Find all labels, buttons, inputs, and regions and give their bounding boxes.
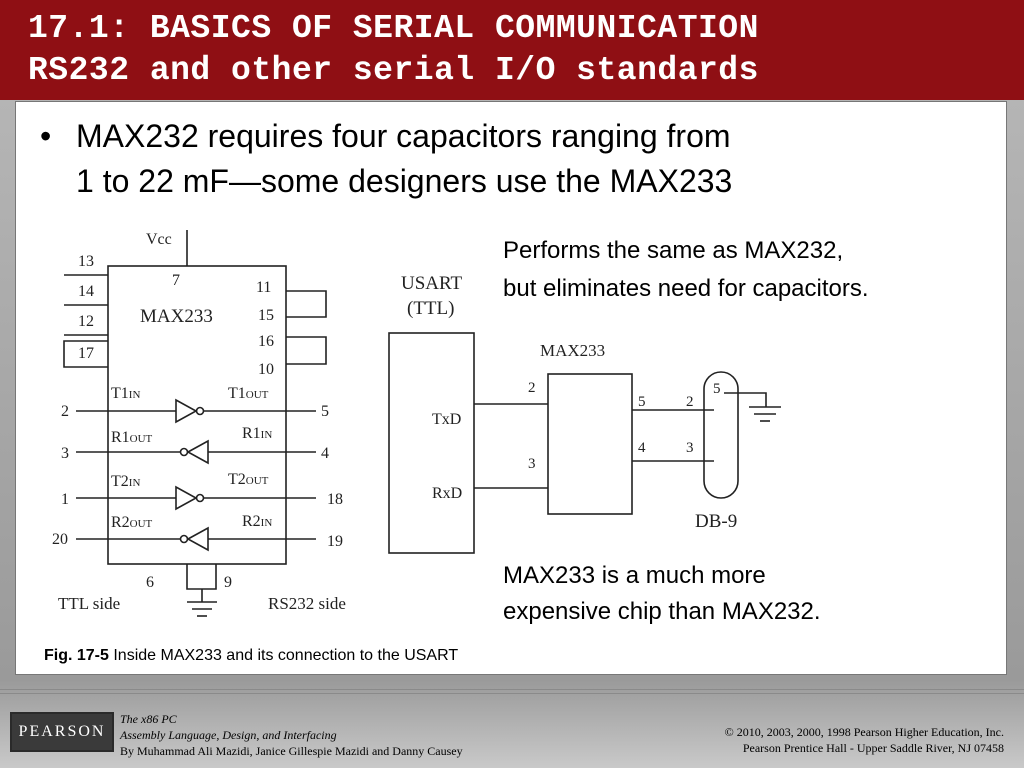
pin-16-label: 16 [258, 333, 274, 350]
bullet-icon: • [40, 118, 52, 154]
conn-pin-5-label: 5 [638, 394, 646, 410]
t2out-label: T2OUT [228, 471, 269, 488]
db9-label: DB-9 [695, 511, 737, 532]
pin-4-label: 4 [321, 445, 329, 462]
footer-divider [0, 689, 1024, 690]
book-info: The x86 PC Assembly Language, Design, an… [120, 711, 463, 759]
r2out-label: R2OUT [111, 514, 153, 531]
pin-1-label: 1 [61, 491, 69, 508]
ttl-label: (TTL) [407, 298, 454, 319]
note-capacitors: Performs the same as MAX232, but elimina… [503, 232, 869, 308]
pin-18-label: 18 [327, 491, 343, 508]
book-title: The x86 PC [120, 712, 177, 726]
pin-6-label: 6 [146, 574, 154, 591]
r1out-label: R1OUT [111, 429, 153, 446]
conn-pin-4-label: 4 [638, 440, 646, 456]
max233-chip-body [107, 265, 287, 565]
db9-pin-3-label: 3 [686, 440, 694, 456]
rs232-side-label: RS232 side [268, 594, 346, 613]
slide-title-line2: RS232 and other serial I/O standards [28, 52, 759, 89]
note1-line2: but eliminates need for capacitors. [503, 275, 869, 302]
slide-title-line1: 17.1: BASICS OF SERIAL COMMUNICATION [28, 10, 759, 47]
note-cost: MAX233 is a much more expensive chip tha… [503, 558, 821, 630]
slide-title: 17.1: BASICS OF SERIAL COMMUNICATION RS2… [28, 8, 759, 92]
figure-caption: Fig. 17-5 Inside MAX233 and its connecti… [44, 647, 458, 665]
bullet-text: MAX232 requires four capacitors ranging … [76, 114, 976, 204]
pin-2-label: 2 [61, 403, 69, 420]
pin-7-label: 7 [172, 272, 180, 289]
db9-connector [703, 371, 739, 499]
conn-pin-2-label: 2 [528, 380, 536, 396]
max233-block-label: MAX233 [540, 341, 605, 360]
vcc-label: Vcc [146, 231, 172, 248]
pin-15-label: 15 [258, 307, 274, 324]
db9-pin-5-label: 5 [713, 381, 721, 397]
max233-diagram: Vcc 13 14 12 17 7 11 15 16 10 MAX233 T1I… [52, 230, 781, 617]
pin-19-label: 19 [327, 533, 343, 550]
t1out-label: T1OUT [228, 385, 269, 402]
pin-14-label: 14 [78, 283, 94, 300]
pin-13-label: 13 [78, 253, 94, 270]
usart-block [388, 332, 475, 554]
book-authors: By Muhammad Ali Mazidi, Janice Gillespie… [120, 744, 463, 758]
note2-line2: expensive chip than MAX232. [503, 598, 821, 625]
t2in-label: T2IN [111, 473, 140, 490]
usart-label: USART [401, 273, 463, 294]
pin-10-label: 10 [258, 361, 274, 378]
t1in-label: T1IN [111, 385, 140, 402]
pin-5-label: 5 [321, 403, 329, 420]
pin-9-label: 9 [224, 574, 232, 591]
pin-20-label: 20 [52, 531, 68, 548]
r1in-label: R1IN [242, 425, 272, 442]
caption-text: Inside MAX233 and its connection to the … [108, 647, 459, 664]
txd-label: TxD [432, 411, 461, 428]
max233-block [547, 373, 633, 515]
footer-divider-2 [0, 693, 1024, 694]
note1-line1: Performs the same as MAX232, [503, 237, 844, 264]
pin-3-label: 3 [61, 445, 69, 462]
pearson-logo: PEARSON [10, 712, 114, 752]
chip-label: MAX233 [140, 306, 213, 327]
pin-17-label: 17 [78, 345, 94, 362]
publisher-text: Pearson Prentice Hall - Upper Saddle Riv… [742, 741, 1004, 755]
copyright-info: © 2010, 2003, 2000, 1998 Pearson Higher … [725, 724, 1004, 756]
ttl-side-label: TTL side [58, 594, 120, 613]
copyright-text: © 2010, 2003, 2000, 1998 Pearson Higher … [724, 725, 1004, 739]
bullet-line1: MAX232 requires four capacitors ranging … [76, 118, 731, 154]
pin-12-label: 12 [78, 313, 94, 330]
db9-pin-2-label: 2 [686, 394, 694, 410]
book-subtitle: Assembly Language, Design, and Interfaci… [120, 728, 337, 742]
caption-label: Fig. 17-5 [44, 647, 109, 664]
pin-11-label: 11 [256, 279, 271, 296]
rxd-label: RxD [432, 485, 462, 502]
conn-pin-3-label: 3 [528, 456, 536, 472]
r2in-label: R2IN [242, 513, 272, 530]
content-panel: • MAX232 requires four capacitors rangin… [15, 101, 1007, 675]
bullet-line2: 1 to 22 mF—some designers use the MAX233 [76, 163, 733, 199]
note2-line1: MAX233 is a much more [503, 562, 766, 589]
